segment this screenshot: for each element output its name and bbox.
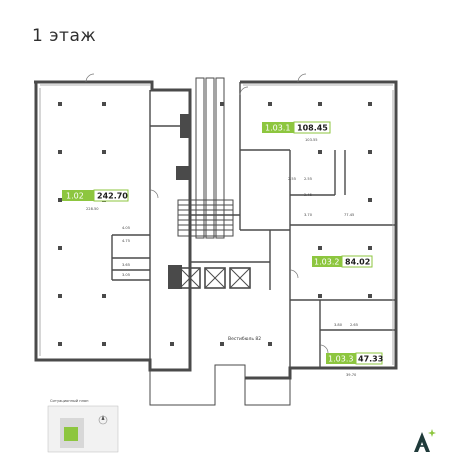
room-area: 77.45 — [344, 213, 354, 217]
svg-text:2.45: 2.45 — [304, 193, 312, 197]
unit-area: 84.02 — [345, 258, 370, 267]
unit-badge-1-03-3[interactable]: 1.03.3 47.33 39.70 — [326, 352, 383, 377]
room-area: 228.50 — [86, 207, 99, 211]
lobby-label: Вестибюль 82 — [228, 336, 261, 342]
svg-text:2.55: 2.55 — [304, 177, 312, 181]
svg-text:3.05: 3.05 — [122, 273, 130, 277]
room-labels: 4.05 4.75 3.65 3.05 2.55 2.55 2.45 3.70 … — [122, 177, 358, 327]
svg-text:3.70: 3.70 — [304, 213, 313, 217]
svg-text:4.05: 4.05 — [122, 226, 130, 230]
building-walls — [34, 80, 398, 380]
doors — [85, 73, 329, 354]
unit-id: 1.02 — [66, 192, 84, 201]
columns — [58, 102, 372, 346]
svg-text:3.65: 3.65 — [122, 263, 130, 267]
svg-text:3.80: 3.80 — [334, 323, 343, 327]
site-plan: Ситуационный план — [47, 399, 119, 453]
room-area: 103.55 — [305, 138, 318, 142]
unit-area: 47.33 — [358, 355, 383, 364]
site-plan-caption: Ситуационный план — [50, 399, 89, 403]
brand-logo-icon — [414, 429, 436, 452]
unit-badge-1-03-2[interactable]: 1.03.2 84.02 77.45 — [312, 213, 373, 268]
floor-title: 1 этаж — [32, 26, 97, 46]
unit-badge-1-02[interactable]: 1.02 242.70 228.50 — [62, 189, 129, 211]
svg-text:2.55: 2.55 — [288, 177, 296, 181]
room-area: 39.70 — [346, 373, 357, 377]
unit-id: 1.03.1 — [265, 124, 290, 133]
unit-badge-1-03-1[interactable]: 1.03.1 108.45 103.55 — [262, 121, 331, 142]
svg-text:2.65: 2.65 — [350, 323, 358, 327]
compass-icon — [98, 415, 108, 425]
unit-area: 242.70 — [97, 192, 128, 201]
partition-walls — [111, 82, 396, 368]
lobby-outline — [149, 360, 291, 406]
core — [177, 77, 251, 289]
unit-area: 108.45 — [297, 124, 328, 133]
svg-text:4.75: 4.75 — [122, 239, 130, 243]
unit-id: 1.03.3 — [328, 355, 353, 364]
windows — [39, 84, 394, 365]
unit-id: 1.03.2 — [314, 258, 339, 267]
